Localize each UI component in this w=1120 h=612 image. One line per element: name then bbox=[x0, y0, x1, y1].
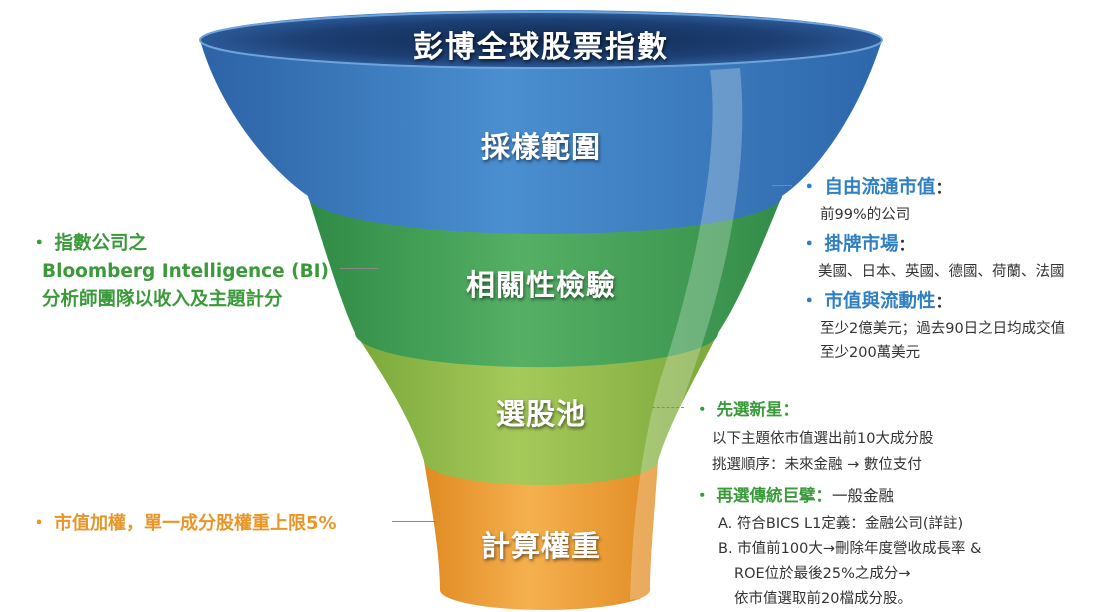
selection-detail-1b: 挑選順序：未來金融 → 數位支付 bbox=[712, 457, 922, 473]
connector-line-weighting bbox=[392, 521, 436, 522]
funnel-highlight bbox=[630, 68, 743, 600]
bullet-icon: ・ bbox=[800, 291, 819, 312]
criteria-item-3: ・市值與流動性： 至少2億美元；過去90日之日均成交值 至少200萬美元 bbox=[800, 287, 1065, 365]
criteria-detail-2: 美國、日本、英國、德國、荷蘭、法國 bbox=[818, 264, 1065, 280]
funnel-stage-sampling bbox=[200, 10, 882, 234]
criteria-detail-3b: 至少200萬美元 bbox=[820, 345, 921, 361]
bi-scoring-note: ・指數公司之 Bloomberg Intelligence (BI) 分析師團隊… bbox=[30, 230, 329, 314]
selection-detail-1a: 以下主題依市值選出前10大成分股 bbox=[712, 431, 934, 447]
criteria-heading-2: 掛牌市場 bbox=[824, 234, 899, 255]
weighting-note: ・市值加權，單一成分股權重上限5% bbox=[30, 509, 337, 535]
selection-heading-1: 先選新星 bbox=[716, 400, 783, 419]
stage-label-weighting: 計算權重 bbox=[480, 529, 602, 563]
funnel-stage-relevance bbox=[308, 196, 782, 368]
connector-line-selection bbox=[652, 407, 684, 408]
selection-detail-2d: 依市值選取前20檔成分股。 bbox=[734, 591, 912, 607]
criteria-item-2: ・掛牌市場： 美國、日本、英國、德國、荷蘭、法國 bbox=[800, 234, 1065, 280]
bi-line-3: 分析師團隊以收入及主題計分 bbox=[42, 289, 283, 310]
bullet-icon: ・ bbox=[694, 400, 711, 419]
selection-inline-2: 一般金融 bbox=[832, 487, 895, 505]
criteria-detail-3a: 至少2億美元；過去90日之日均成交值 bbox=[820, 321, 1066, 337]
funnel-stage-weighting bbox=[424, 461, 658, 610]
funnel-stage-stock-pool bbox=[355, 333, 718, 485]
criteria-heading-3: 市值與流動性 bbox=[824, 291, 936, 312]
stage-label-sampling: 採樣範圍 bbox=[480, 130, 602, 164]
selection-item-2: ・再選傳統巨擘：一般金融 A. 符合BICS L1定義：金融公司(詳註) B. … bbox=[694, 482, 981, 612]
weighting-text: 市值加權，單一成分股權重上限5% bbox=[54, 513, 337, 534]
selection-detail-2c: ROE位於最後25%之成分→ bbox=[734, 566, 911, 582]
bullet-icon: ・ bbox=[800, 177, 819, 198]
funnel-rim bbox=[200, 12, 882, 68]
stage-label-relevance: 相關性檢驗 bbox=[465, 268, 617, 302]
stage-label-stock-pool: 選股池 bbox=[495, 397, 587, 431]
bullet-icon: ・ bbox=[30, 233, 49, 254]
bullet-icon: ・ bbox=[30, 513, 48, 534]
criteria-item-1: ・自由流通市值： 前99%的公司 bbox=[800, 177, 952, 223]
connector-line-criteria bbox=[772, 185, 792, 186]
selection-item-1: ・先選新星： 以下主題依市值選出前10大成分股 挑選順序：未來金融 → 數位支付 bbox=[694, 396, 933, 478]
selection-detail-2b: B. 市值前100大→刪除年度營收成長率 & bbox=[718, 541, 982, 557]
bi-line-1: 指數公司之 bbox=[54, 233, 148, 254]
bullet-icon: ・ bbox=[694, 486, 711, 505]
connector-line-bi bbox=[340, 268, 378, 269]
bullet-icon: ・ bbox=[800, 234, 819, 255]
funnel-rim-highlight bbox=[199, 11, 883, 69]
bi-line-2: Bloomberg Intelligence (BI) bbox=[42, 261, 330, 282]
selection-heading-2: 再選傳統巨擘 bbox=[716, 486, 816, 505]
index-title: 彭博全球股票指數 bbox=[413, 30, 669, 65]
criteria-detail-1: 前99%的公司 bbox=[820, 207, 911, 223]
selection-detail-2a: A. 符合BICS L1定義：金融公司(詳註) bbox=[718, 516, 964, 532]
criteria-heading-1: 自由流通市值 bbox=[824, 177, 936, 198]
